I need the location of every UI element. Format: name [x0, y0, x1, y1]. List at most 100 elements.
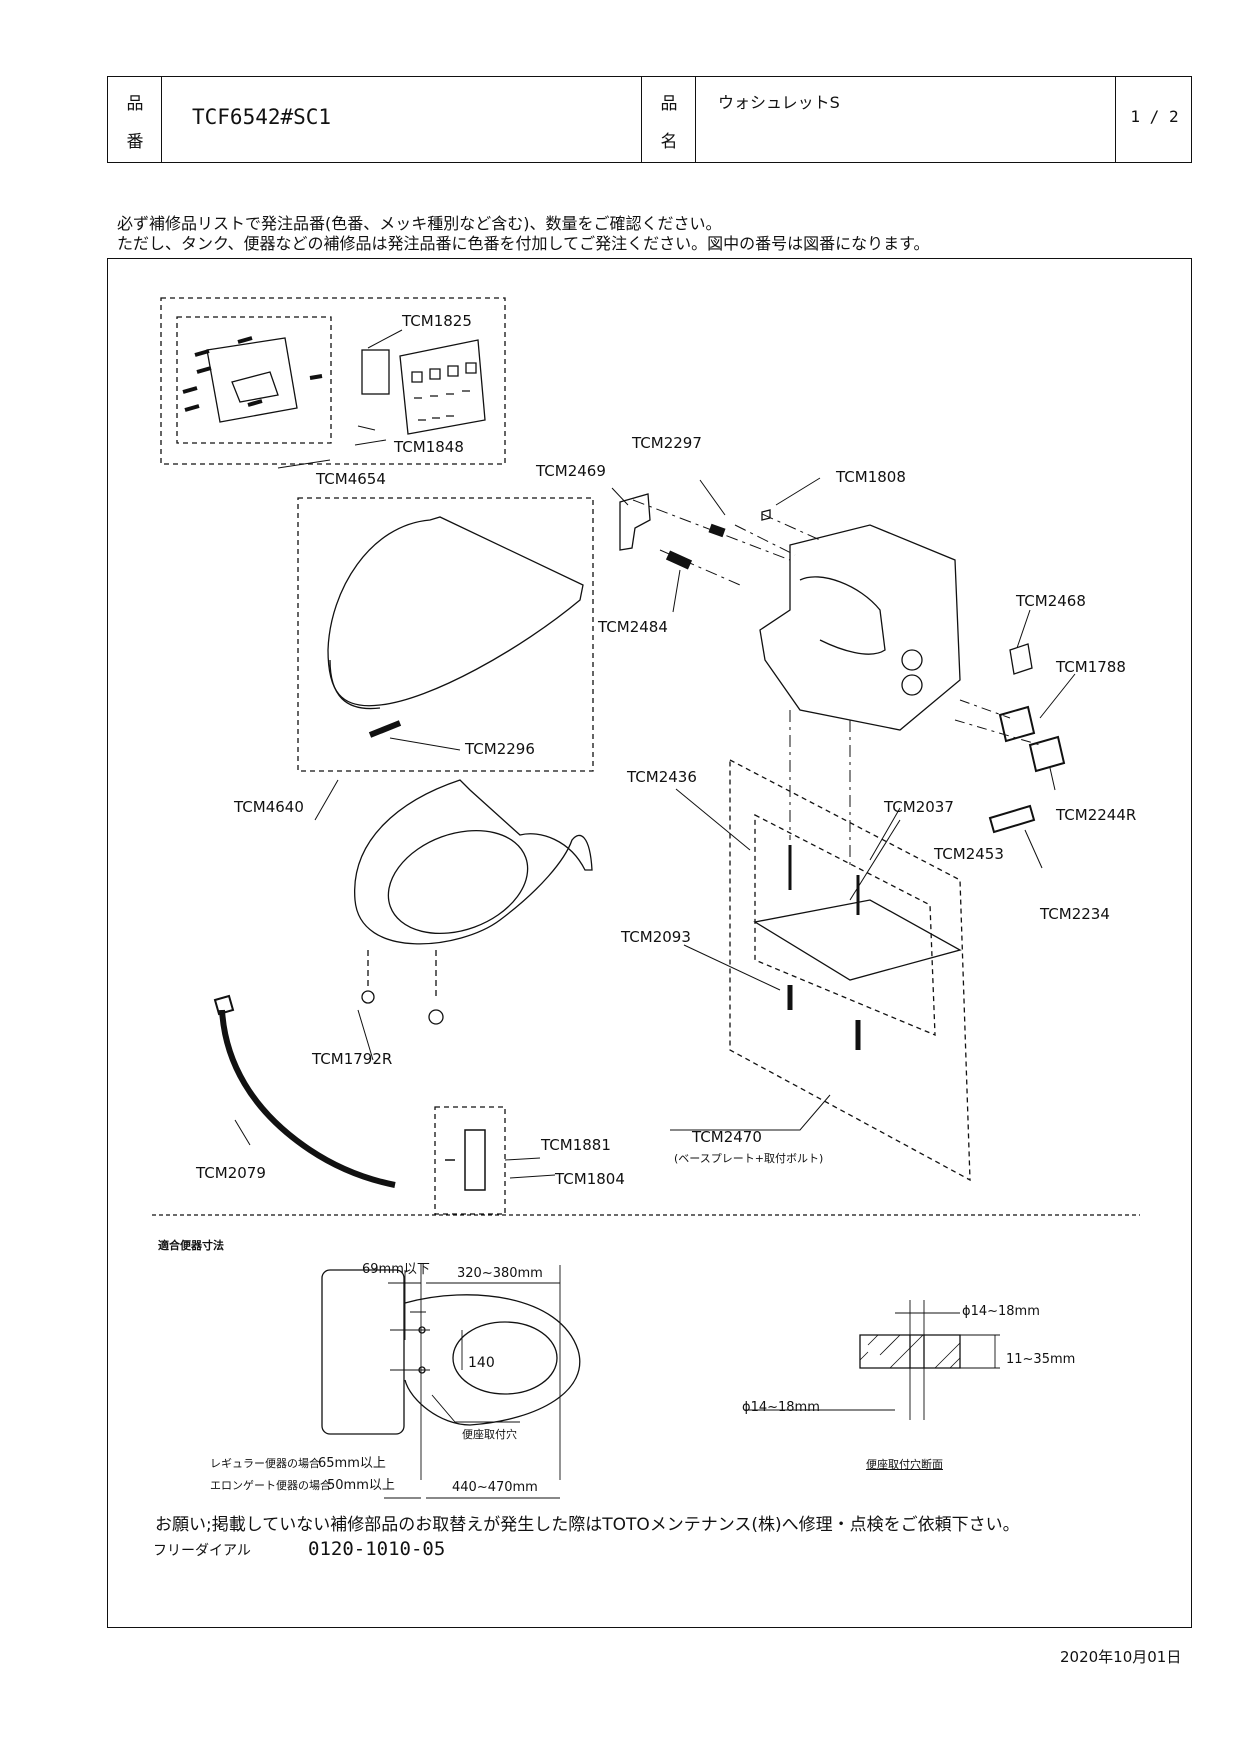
elongated-bowl-label: エロンゲート便器の場合: [210, 1479, 331, 1492]
tcm2093-anchors: [787, 985, 861, 1050]
section-phi-bottom: ϕ14~18mm: [742, 1400, 820, 1415]
tcm1792r-bumper: [361, 990, 375, 1004]
tcm2244r-cover: [1028, 735, 1066, 773]
freedial-label: フリーダイアル: [153, 1543, 251, 1559]
dimension-69: 69mm以下: [362, 1262, 430, 1277]
tcm1788-filter: [998, 705, 1036, 743]
seat-opening: [387, 829, 529, 935]
freedial-number: 0120-1010-05: [308, 1538, 446, 1560]
nozzle-button-2: [901, 674, 923, 696]
bolt-guide-lines: [789, 710, 851, 870]
page-number: 1 / 2: [1130, 107, 1179, 126]
dimension-140-label: 140: [468, 1355, 495, 1371]
tank-outline: [321, 1269, 405, 1435]
valve-box: [434, 1106, 506, 1215]
nozzle-button-1: [901, 649, 923, 671]
section-dimension-lines: [745, 1300, 1000, 1420]
tcm2469-bracket: [619, 493, 651, 551]
dimension-440: 440~470mm: [452, 1480, 538, 1495]
side-assembly-lines: [954, 699, 1041, 746]
section-hatching: [859, 1334, 961, 1369]
dimension-320: 320~380mm: [457, 1266, 543, 1281]
seat-bumper: [428, 1009, 444, 1025]
unit-handle: [799, 576, 886, 655]
toilet-seat: [354, 779, 593, 945]
part-label-tcm2296: TCM2296: [465, 740, 535, 758]
part-label-tcm2244r: TCM2244R: [1056, 806, 1137, 824]
base-plate: [753, 899, 962, 981]
section-hole: [909, 1335, 925, 1368]
remote-buttons: [411, 362, 477, 421]
product-name-cell: ウォシュレットS: [696, 77, 1116, 162]
part-label-tcm2453: TCM2453: [934, 845, 1004, 863]
regular-bowl-value: 65mm以上: [318, 1456, 386, 1471]
part-label-tcm4640: TCM4640: [234, 798, 304, 816]
tcm2079-hose: [219, 1009, 396, 1188]
wall-bracket: [206, 337, 298, 423]
tcm2297-valve: [708, 523, 726, 538]
dimension-lines-v: [404, 1263, 561, 1480]
inner-group-box: [754, 813, 936, 1036]
section-thickness: 11~35mm: [1006, 1352, 1076, 1367]
part-label-tcm2468: TCM2468: [1016, 592, 1086, 610]
seat-hole-1: [418, 1326, 426, 1334]
main-unit-body: [759, 524, 961, 731]
part-label-tcm1825: TCM1825: [402, 312, 472, 330]
label-mei: 名: [660, 132, 678, 152]
wall-bracket-box: [176, 316, 332, 444]
seat-hole-label: 便座取付穴: [462, 1428, 517, 1441]
dimension-title: 適合便器寸法: [158, 1239, 224, 1252]
part-label-tcm2470: TCM2470: [692, 1128, 762, 1146]
tcm2468-cap: [1009, 643, 1033, 675]
page-cell: 1 / 2: [1116, 77, 1193, 162]
name-label-cell: 品 名: [642, 77, 696, 162]
part-number-cell: TCF6542#SC1: [162, 77, 642, 162]
regular-bowl-label: レギュラー便器の場合: [210, 1457, 320, 1470]
bracket-slot: [231, 371, 279, 403]
label-hin-name: 品: [660, 94, 678, 114]
part-label-tcm1881: TCM1881: [541, 1136, 611, 1154]
section-phi-top: ϕ14~18mm: [962, 1304, 1040, 1319]
part-label-tcm1848: TCM1848: [394, 438, 464, 456]
header-label-cell: 品 番: [108, 77, 162, 162]
tcm2296-hinge: [368, 720, 402, 738]
part-label-tcm2470-note: (ベースプレート+取付ボルト): [674, 1152, 824, 1165]
label-ban: 番: [126, 132, 144, 152]
screws: [182, 336, 323, 412]
tcm4654-group-box: [160, 297, 506, 465]
tcm1804-valve: [445, 1129, 486, 1191]
tcm2484-filter: [665, 550, 693, 570]
part-label-tcm2436: TCM2436: [627, 768, 697, 786]
issue-date: 2020年10月01日: [1060, 1648, 1182, 1666]
seat-hole-2: [418, 1366, 426, 1374]
part-label-tcm1792r: TCM1792R: [312, 1050, 393, 1068]
tcm4640-group-box: [297, 497, 594, 772]
part-label-tcm1808: TCM1808: [836, 468, 906, 486]
bowl-outline: [404, 1294, 581, 1426]
label-hin: 品: [126, 94, 144, 114]
part-label-tcm2469: TCM2469: [536, 462, 606, 480]
lid-edge: [329, 659, 381, 710]
header-table: 品 番 TCF6542#SC1 品 名 ウォシュレットS 1 / 2: [107, 76, 1192, 163]
part-label-tcm2297: TCM2297: [632, 434, 702, 452]
part-label-tcm2037: TCM2037: [884, 798, 954, 816]
hose-elbow: [213, 994, 235, 1016]
product-name: ウォシュレットS: [718, 93, 840, 112]
tcm2234-stopper: [988, 804, 1036, 834]
remote-control: [399, 339, 486, 435]
assembly-lines: [632, 499, 821, 586]
seat-guide-lines: [367, 950, 437, 1000]
part-label-tcm2079: TCM2079: [196, 1164, 266, 1182]
section-title: 便座取付穴断面: [866, 1458, 943, 1471]
part-label-tcm2234: TCM2234: [1040, 905, 1110, 923]
part-label-tcm2093: TCM2093: [621, 928, 691, 946]
tcm2470-group-box: [729, 758, 971, 1182]
part-label-tcm2484: TCM2484: [598, 618, 668, 636]
leader-lines: [234, 329, 1076, 1179]
seat-hole-leader: [431, 1394, 520, 1423]
part-label-tcm4654: TCM4654: [316, 470, 386, 488]
bowl-opening: [452, 1321, 558, 1395]
note-line-2: ただし、タンク、便器などの補修品は発注品番に色番を付加してご発注ください。図中の…: [117, 234, 930, 253]
part-label-tcm1788: TCM1788: [1056, 658, 1126, 676]
